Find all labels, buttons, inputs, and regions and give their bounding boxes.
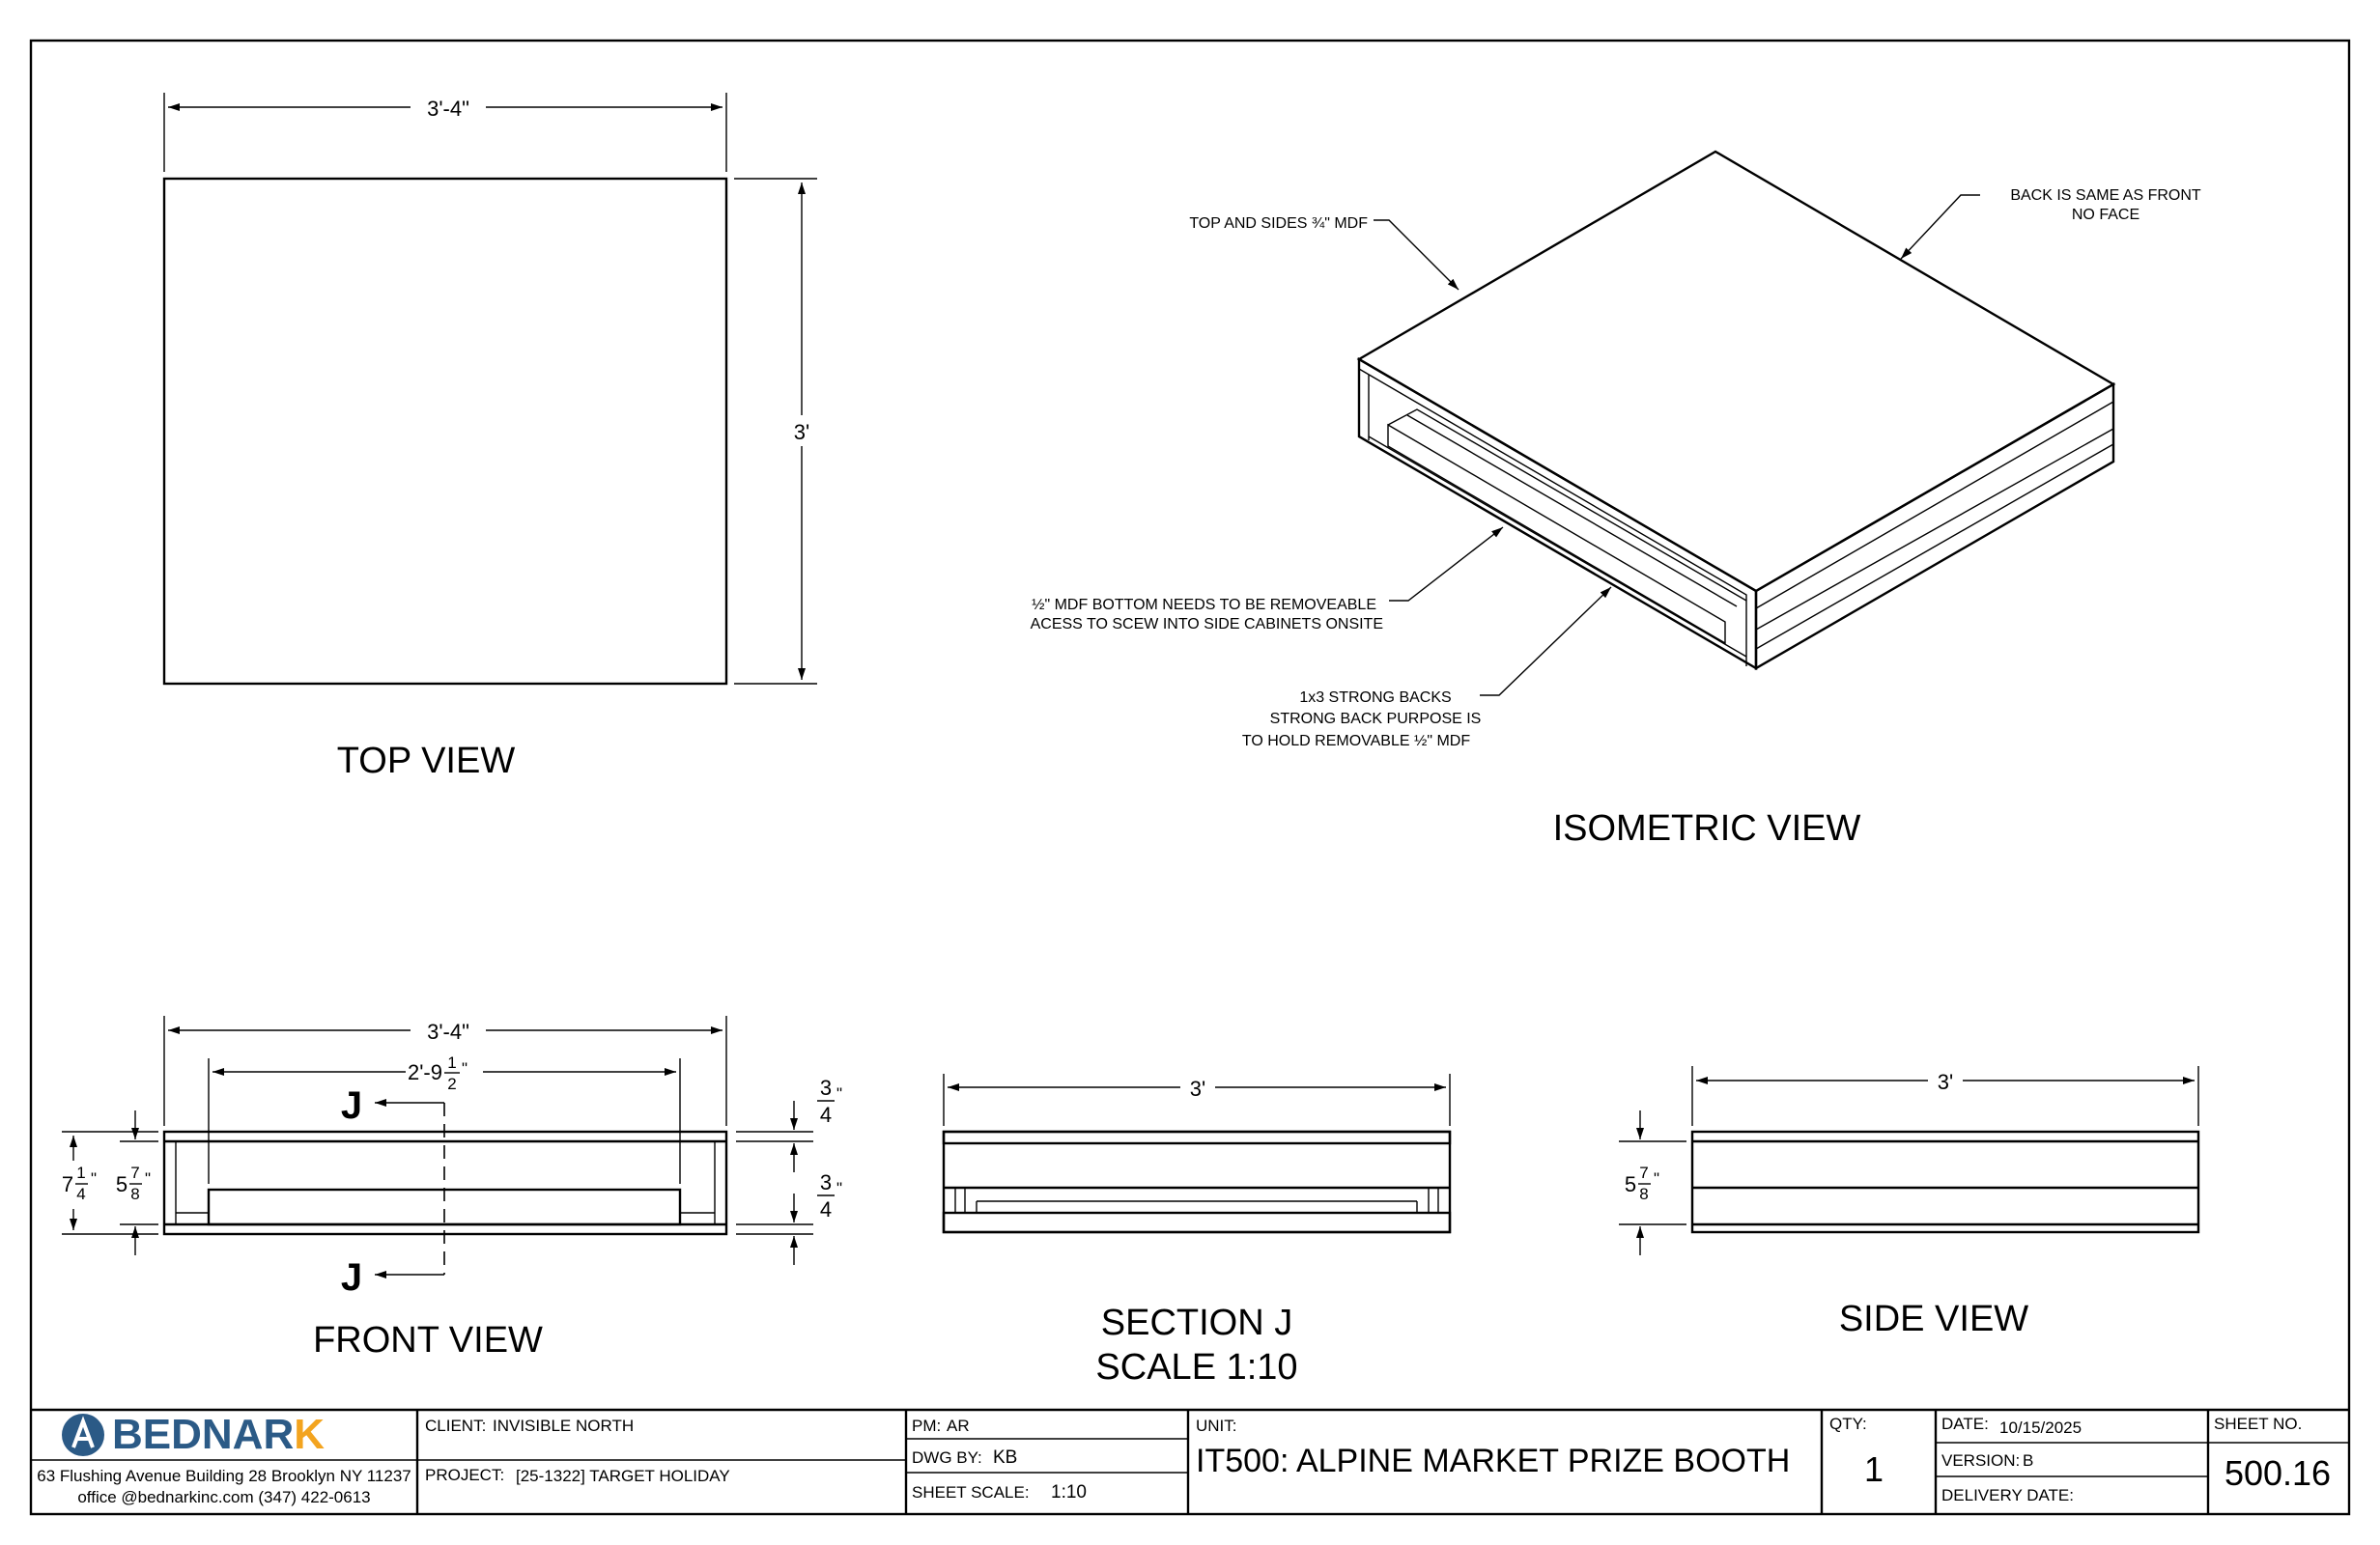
front-height-inch: " — [91, 1169, 97, 1188]
section-j-title: SECTION J — [1101, 1303, 1292, 1343]
pm-label: PM: — [912, 1417, 941, 1435]
callout-top-sides: TOP AND SIDES ¾" MDF — [1189, 215, 1368, 232]
front-height-dim: 7 — [62, 1172, 73, 1196]
front-width-dim: 3'-4" — [427, 1020, 469, 1044]
scale-value: 1:10 — [1051, 1482, 1087, 1503]
front-inner-height-inch: " — [145, 1169, 151, 1188]
front-view-title: FRONT VIEW — [313, 1320, 543, 1361]
section-j-scale: SCALE 1:10 — [1095, 1347, 1297, 1388]
scale-label: SHEET SCALE: — [912, 1483, 1030, 1502]
version-value: B — [2023, 1451, 2033, 1470]
callout-back-1: BACK IS SAME AS FRONT — [2010, 187, 2201, 204]
bottom-thick-inch: " — [836, 1179, 842, 1197]
front-height-den: 4 — [76, 1185, 85, 1203]
front-inner-width-dim: 2'-9 — [408, 1060, 442, 1084]
section-width-dim: 3' — [1190, 1077, 1205, 1101]
leader-back — [1900, 194, 1980, 260]
isometric-view-title: ISOMETRIC VIEW — [1553, 808, 1861, 849]
section-marker-top: J — [341, 1084, 362, 1127]
logo-main: BEDNAR — [112, 1411, 294, 1458]
unit-label: UNIT: — [1196, 1417, 1237, 1435]
side-height-dim: 5 — [1625, 1172, 1636, 1196]
callout-back-2: NO FACE — [2072, 207, 2139, 223]
top-thick-num: 3 — [820, 1076, 832, 1100]
top-thick-inch: " — [836, 1084, 842, 1103]
sheet-border — [29, 39, 2351, 1516]
date-value: 10/15/2025 — [1999, 1419, 2082, 1437]
top-view: 3'-4" 3' TOP VIEW — [162, 93, 817, 781]
dwg-label: DWG BY: — [912, 1448, 982, 1467]
logo-text: BEDNARK — [112, 1411, 325, 1458]
title-block: BEDNARK 63 Flushing Avenue Building 28 B… — [31, 1408, 2349, 1514]
side-height-num: 7 — [1639, 1164, 1648, 1182]
front-inner-width-num: 1 — [447, 1053, 456, 1072]
unit-value: IT500: ALPINE MARKET PRIZE BOOTH — [1196, 1443, 1790, 1479]
sheet-label: SHEET NO. — [2214, 1415, 2302, 1433]
front-inner-width-inch: " — [462, 1059, 468, 1078]
front-inner-width-den: 2 — [447, 1075, 456, 1093]
leader-strong — [1480, 586, 1612, 696]
top-width-dim: 3'-4" — [427, 97, 469, 121]
client-label: CLIENT: — [425, 1417, 486, 1435]
bednark-logo: BEDNARK — [62, 1411, 325, 1458]
dwg-value: KB — [993, 1447, 1017, 1468]
callout-strong-3: TO HOLD REMOVABLE ½" MDF — [1242, 733, 1470, 749]
side-view-title: SIDE VIEW — [1839, 1299, 2028, 1339]
top-view-title: TOP VIEW — [337, 741, 516, 781]
address-line-1: 63 Flushing Avenue Building 28 Brooklyn … — [37, 1467, 411, 1485]
isometric-view: TOP AND SIDES ¾" MDF BACK IS SAME AS FRO… — [1031, 150, 2201, 849]
qty-label: QTY: — [1829, 1415, 1867, 1433]
leader-top-sides — [1374, 219, 1459, 291]
section-j-view: 3' SECTION J SCALE 1:10 — [942, 1074, 1452, 1388]
date-label: DATE: — [1941, 1415, 1989, 1433]
pm-value: AR — [947, 1417, 970, 1435]
sheet-value: 500.16 — [2224, 1453, 2331, 1493]
delivery-label: DELIVERY DATE: — [1941, 1486, 2074, 1504]
version-label: VERSION: — [1941, 1451, 2020, 1470]
front-height-num: 1 — [76, 1164, 85, 1182]
address-line-2: office @bednarkinc.com (347) 422-0613 — [77, 1488, 370, 1506]
bottom-thick-den: 4 — [820, 1197, 832, 1222]
front-view: 3'-4" 2'-9 1 2 " J J 7 1 4 " 5 7 8 — [56, 1016, 842, 1361]
side-height-den: 8 — [1639, 1185, 1648, 1203]
side-view: 3' 5 7 8 " SIDE VIEW — [1619, 1066, 2200, 1339]
logo-last: K — [294, 1411, 325, 1458]
project-value: [25-1322] TARGET HOLIDAY — [516, 1467, 730, 1485]
leader-bottom — [1389, 526, 1504, 602]
qty-value: 1 — [1864, 1449, 1884, 1489]
callout-strong-1: 1x3 STRONG BACKS — [1299, 689, 1451, 706]
callout-strong-2: STRONG BACK PURPOSE IS — [1270, 711, 1482, 727]
top-view-outline — [162, 177, 728, 686]
bottom-thick-num: 3 — [820, 1170, 832, 1194]
client-value: INVISIBLE NORTH — [493, 1417, 634, 1435]
side-width-dim: 3' — [1938, 1070, 1953, 1094]
callout-bottom-1: ½" MDF BOTTOM NEEDS TO BE REMOVEABLE — [1032, 597, 1376, 613]
front-inner-height-dim: 5 — [116, 1172, 128, 1196]
section-marker-bottom: J — [341, 1256, 362, 1299]
top-depth-dim: 3' — [794, 420, 809, 444]
project-label: PROJECT: — [425, 1466, 504, 1484]
front-inner-height-den: 8 — [130, 1185, 139, 1203]
callout-bottom-2: ACESS TO SCEW INTO SIDE CABINETS ONSITE — [1031, 616, 1383, 632]
top-thick-den: 4 — [820, 1103, 832, 1127]
side-height-inch: " — [1654, 1169, 1659, 1188]
front-inner-height-num: 7 — [130, 1164, 139, 1182]
